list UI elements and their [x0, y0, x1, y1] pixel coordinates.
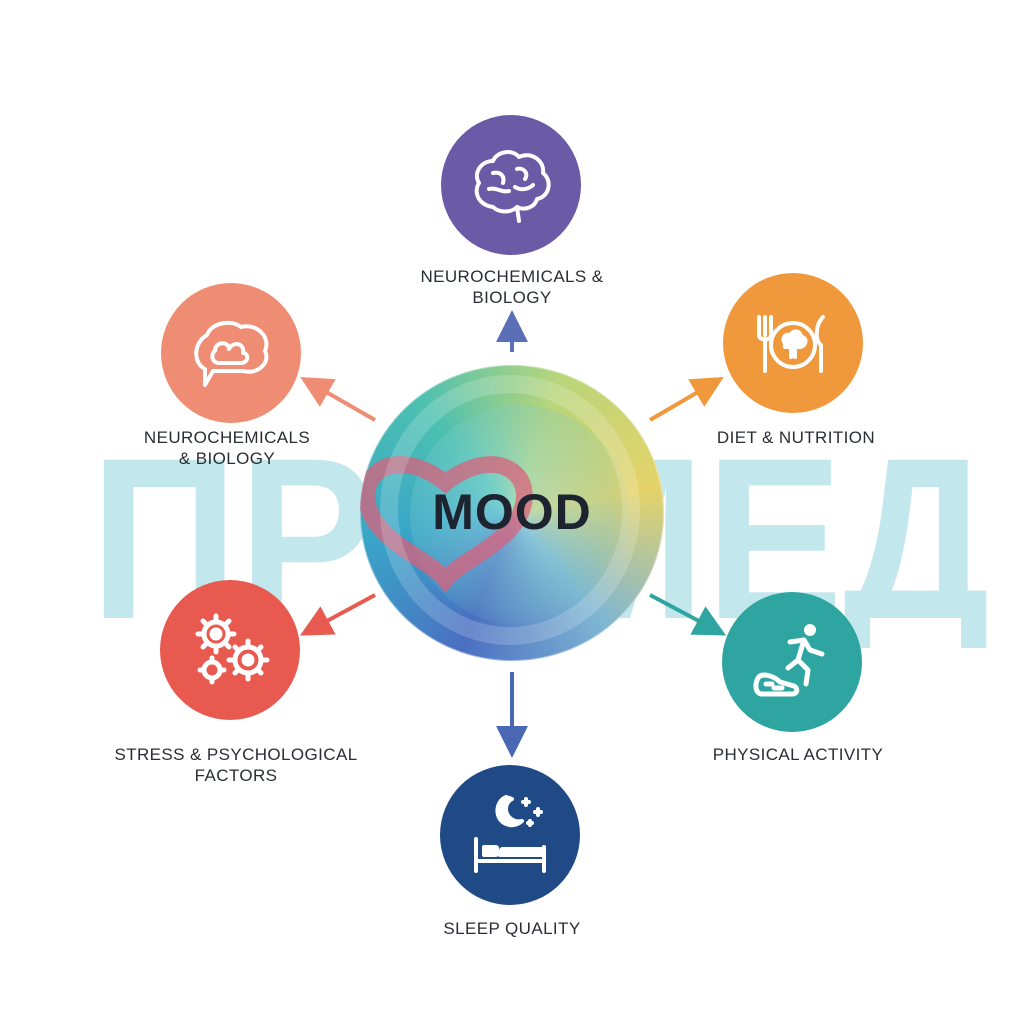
factor-label-stress: STRESS & PSYCHOLOGICAL FACTORS	[100, 744, 372, 786]
factor-label-physical: PHYSICAL ACTIVITY	[688, 744, 908, 765]
gears-icon	[195, 613, 270, 685]
factor-circle-stress	[160, 580, 300, 720]
factor-label-line: NEUROCHEMICALS	[143, 428, 311, 447]
heart-icon	[360, 456, 533, 593]
arrow-to-physical	[649, 593, 727, 636]
factor-label-line: SLEEP QUALITY	[443, 919, 581, 938]
factor-label-line: FACTORS	[194, 766, 278, 785]
factor-label-sleep: SLEEP QUALITY	[400, 918, 624, 939]
bed-moon-icon	[474, 795, 546, 873]
thought-bubble-icon	[194, 320, 269, 387]
mood-label: MOOD	[432, 484, 592, 540]
factor-label-line: DIET & NUTRITION	[716, 428, 876, 447]
factor-circle-physical	[722, 592, 862, 732]
arrow-to-neuro-left	[300, 377, 376, 422]
factor-circle-sleep	[440, 765, 580, 905]
factor-circle-diet	[723, 273, 863, 413]
factor-label-line: NEUROCHEMICALS &	[420, 267, 604, 286]
factor-circle-neuro-top	[441, 115, 581, 255]
factor-label-line: & BIOLOGY	[178, 449, 276, 468]
factor-label-diet: DIET & NUTRITION	[686, 427, 906, 448]
brain-icon	[474, 150, 551, 223]
arrow-to-diet	[648, 376, 724, 422]
mood-hub: MOOD	[360, 365, 664, 661]
factor-label-neuro-top: NEUROCHEMICALS & BIOLOGY	[392, 266, 632, 308]
arrow-to-stress	[299, 593, 376, 636]
factor-label-line: BIOLOGY	[472, 288, 552, 307]
fork-plate-knife-icon	[757, 315, 825, 373]
factor-label-neuro-left: NEUROCHEMICALS & BIOLOGY	[117, 427, 337, 469]
factor-label-line: PHYSICAL ACTIVITY	[712, 745, 884, 764]
runner-icon	[753, 624, 825, 697]
factor-label-line: STRESS & PSYCHOLOGICAL	[114, 745, 358, 764]
factor-circle-neuro-left	[161, 283, 301, 423]
